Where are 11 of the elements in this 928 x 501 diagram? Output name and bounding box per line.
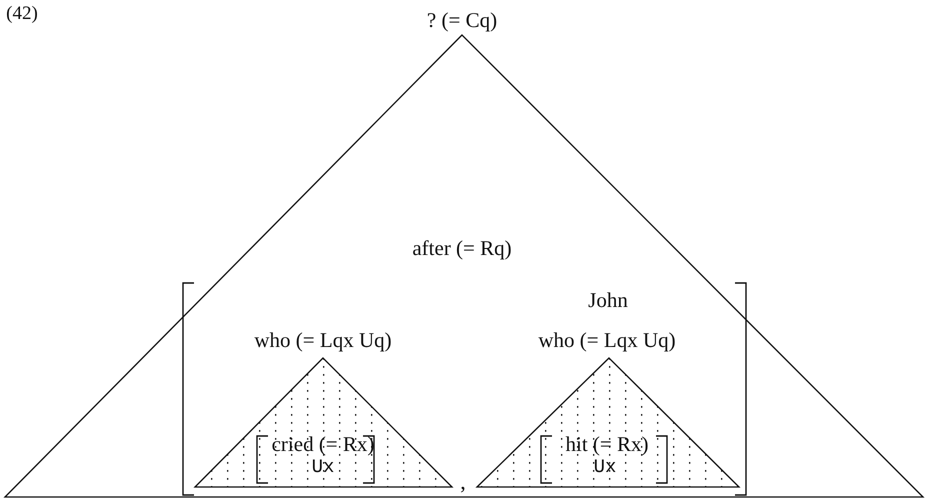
node-label: ? (= Cq) bbox=[426, 8, 498, 32]
label-text: (42) bbox=[6, 2, 38, 26]
label-text: Ux bbox=[312, 456, 334, 479]
label-text: John bbox=[588, 288, 628, 312]
label-text: , bbox=[460, 470, 466, 494]
label-text: Ux bbox=[594, 456, 616, 479]
node-label: hit (= Rx) bbox=[566, 432, 648, 456]
node-label: who (= Lqx Uq) bbox=[254, 328, 392, 352]
node-label: cried (= Rx) bbox=[272, 432, 374, 456]
node-label: who (= Lqx Uq) bbox=[538, 328, 676, 352]
node-label: after (= Rq) bbox=[412, 236, 512, 260]
